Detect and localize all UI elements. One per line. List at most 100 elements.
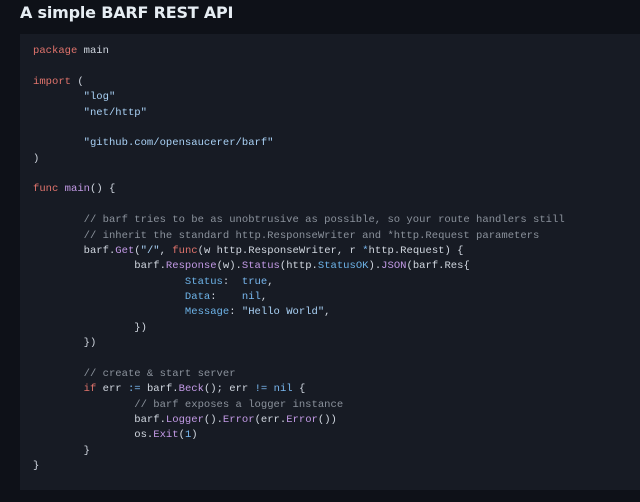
field-token: Status	[184, 275, 223, 288]
string-token: "log"	[83, 91, 116, 104]
function-token: Logger	[165, 414, 204, 426]
string-token: "net/http"	[83, 106, 147, 119]
plain-token: ,	[324, 306, 331, 319]
code-line: os.Exit(1)	[33, 428, 640, 443]
plain-token: )	[33, 152, 40, 165]
plain-token	[33, 291, 185, 303]
plain-token: os.	[33, 429, 154, 442]
code-line: // barf exposes a logger instance	[33, 398, 640, 413]
code-line	[33, 352, 640, 367]
plain-token	[33, 230, 84, 242]
operator-token: :=	[127, 383, 141, 396]
plain-token: ().	[203, 414, 223, 426]
plain-token: barf.	[140, 383, 179, 396]
function-token: Beck	[178, 383, 204, 396]
string-token: "Hello World"	[241, 306, 325, 319]
code-line: "github.com/opensaucerer/barf"	[33, 136, 640, 151]
field-token: StatusOK	[317, 260, 369, 273]
plain-token: {	[292, 383, 306, 396]
function-token: Error	[286, 414, 318, 426]
plain-token: () {	[90, 183, 116, 196]
code-line: "log"	[33, 90, 640, 105]
plain-token	[33, 306, 185, 318]
code-line: // inherit the standard http.ResponseWri…	[33, 229, 640, 244]
code-line: })	[33, 336, 640, 351]
plain-token: (	[178, 429, 185, 442]
keyword-token: package	[33, 45, 78, 57]
plain-token: (err.	[254, 414, 287, 426]
code-line: if err := barf.Beck(); err != nil {	[33, 382, 640, 397]
plain-token	[33, 276, 185, 288]
operator-token: *	[362, 244, 369, 257]
constant-token: nil	[273, 383, 293, 396]
function-token: Get	[115, 244, 135, 257]
comment-token: // inherit the standard http.ResponseWri…	[83, 229, 540, 242]
function-token: Response	[165, 260, 217, 273]
plain-token: barf.	[33, 414, 166, 426]
field-token: Data	[184, 291, 211, 303]
code-line: })	[33, 321, 640, 336]
function-token: Error	[222, 414, 255, 426]
plain-token: :	[229, 306, 242, 319]
plain-token: )	[191, 429, 198, 442]
plain-token: (); err	[203, 383, 255, 396]
field-token: Message	[184, 306, 230, 319]
code-line: Data: nil,	[33, 290, 640, 305]
keyword-token: func	[172, 244, 198, 257]
plain-token	[33, 107, 84, 119]
code-line: }	[33, 459, 640, 474]
function-token: Exit	[153, 429, 179, 442]
plain-token: })	[33, 321, 147, 334]
plain-token	[33, 383, 84, 395]
code-line: func main() {	[33, 182, 640, 197]
plain-token: barf.	[33, 260, 166, 273]
comment-token: // barf tries to be as unobtrusive as po…	[83, 214, 565, 227]
plain-token	[33, 399, 134, 411]
plain-token: ,	[267, 275, 274, 288]
code-line: package main	[33, 44, 640, 59]
plain-token: :	[210, 291, 242, 303]
constant-token: nil	[241, 291, 261, 303]
plain-token: :	[222, 275, 242, 288]
code-line	[33, 121, 640, 136]
plain-token: (http.	[279, 260, 318, 273]
code-line: barf.Response(w).Status(http.StatusOK).J…	[33, 259, 640, 274]
plain-token: ,	[159, 244, 173, 257]
function-token: main	[64, 183, 90, 196]
code-block[interactable]: package main import ( "log" "net/http" "…	[20, 34, 640, 490]
code-line: }	[33, 444, 640, 459]
plain-token: ,	[260, 291, 268, 303]
operator-token: !=	[254, 383, 268, 396]
plain-token	[33, 91, 84, 103]
code-line	[33, 198, 640, 213]
plain-token: barf.	[33, 244, 116, 257]
string-token: "github.com/opensaucerer/barf"	[83, 137, 274, 150]
function-token: Status	[241, 260, 280, 273]
plain-token: ).	[368, 260, 382, 273]
plain-token	[33, 137, 84, 149]
plain-token: })	[33, 337, 97, 350]
plain-token: ())	[317, 414, 337, 426]
number-token: 1	[184, 429, 192, 442]
constant-token: true	[241, 275, 268, 288]
plain-token: }	[33, 460, 40, 473]
code-line: )	[33, 152, 640, 167]
code-line: Message: "Hello World",	[33, 305, 640, 320]
code-line: "net/http"	[33, 106, 640, 121]
plain-token: main	[77, 45, 109, 57]
plain-token: (barf.Res{	[406, 260, 470, 273]
code-line: import (	[33, 75, 640, 90]
plain-token: }	[33, 444, 90, 457]
page-title: A simple BARF REST API	[20, 3, 234, 22]
plain-token: (	[134, 244, 141, 257]
comment-token: // create & start server	[83, 367, 236, 380]
code-line: barf.Get("/", func(w http.ResponseWriter…	[33, 244, 640, 259]
keyword-token: import	[33, 75, 71, 88]
plain-token: err	[96, 383, 128, 396]
plain-token: (w http.ResponseWriter, r	[197, 244, 363, 257]
code-line: barf.Logger().Error(err.Error())	[33, 413, 640, 428]
plain-token: http.Request) {	[368, 244, 464, 257]
string-token: "/"	[140, 244, 160, 257]
plain-token	[33, 214, 84, 226]
plain-token: (	[70, 75, 84, 88]
